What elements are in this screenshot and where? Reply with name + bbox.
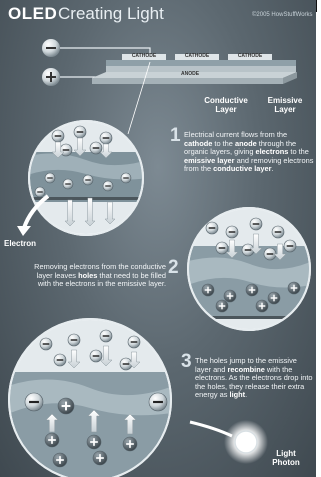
hole-icon — [246, 284, 258, 296]
electron-icon — [206, 222, 218, 234]
electron-icon — [226, 226, 238, 238]
step-text-emphasis: light — [230, 390, 246, 399]
hole-icon — [45, 433, 59, 447]
step3-description: The holes jump to the emissive layer and… — [195, 357, 314, 400]
hole-icon — [256, 300, 268, 312]
hole-icon — [53, 453, 67, 467]
electron-icon — [74, 126, 86, 138]
light-photon-icon — [190, 420, 268, 464]
electron-icon — [272, 226, 284, 238]
electron-icon — [100, 330, 112, 342]
electron-icon — [54, 354, 66, 366]
hole-icon — [202, 284, 214, 296]
hole-icon — [123, 437, 137, 451]
cathode-label-2: CATHODE — [175, 53, 219, 60]
hole-icon — [93, 451, 107, 465]
electron-icon — [52, 130, 64, 142]
step-text-emphasis: conductive layer — [213, 164, 271, 173]
negative-terminal-icon — [42, 39, 60, 57]
electron-icon — [35, 187, 45, 197]
electron-icon — [121, 173, 131, 183]
electron-icon — [45, 173, 55, 183]
step2-number: 2 — [168, 258, 179, 277]
hole-icon — [216, 300, 228, 312]
cathode-label-3: CATHODE — [228, 53, 272, 60]
hole-icon — [58, 398, 74, 414]
emissive-layer-label: Emissive Layer — [262, 96, 308, 114]
electron-icon — [63, 179, 73, 189]
step-text-run: . — [272, 164, 274, 173]
step3-number: 3 — [181, 352, 192, 371]
electron-icon — [40, 338, 52, 350]
step-text-run: . — [245, 390, 247, 399]
step1-description: Electrical current flows from the cathod… — [184, 131, 314, 174]
electron-icon — [83, 175, 93, 185]
hole-icon — [268, 292, 280, 304]
positive-terminal-icon — [42, 68, 60, 86]
anode-label: ANODE — [150, 71, 230, 78]
hole-icon — [87, 435, 101, 449]
conductive-layer-label: Conductive Layer — [198, 96, 254, 114]
light-photon-label: Light Photon — [268, 449, 304, 467]
electron-icon — [68, 334, 80, 346]
frame-edge — [316, 0, 317, 12]
hole-icon — [224, 290, 236, 302]
step2-description: Removing electrons from the conductive l… — [26, 263, 166, 289]
electron-icon — [25, 393, 43, 411]
electron-icon — [284, 240, 296, 252]
electron-icon — [149, 393, 167, 411]
electron-label: Electron — [4, 239, 44, 248]
cathode-label-1: CATHODE — [122, 53, 166, 60]
step1-number: 1 — [170, 126, 181, 145]
electron-icon — [250, 218, 262, 230]
electron-icon — [128, 336, 140, 348]
hole-icon — [288, 282, 300, 294]
electron-icon — [100, 132, 112, 144]
electron-icon — [103, 181, 113, 191]
